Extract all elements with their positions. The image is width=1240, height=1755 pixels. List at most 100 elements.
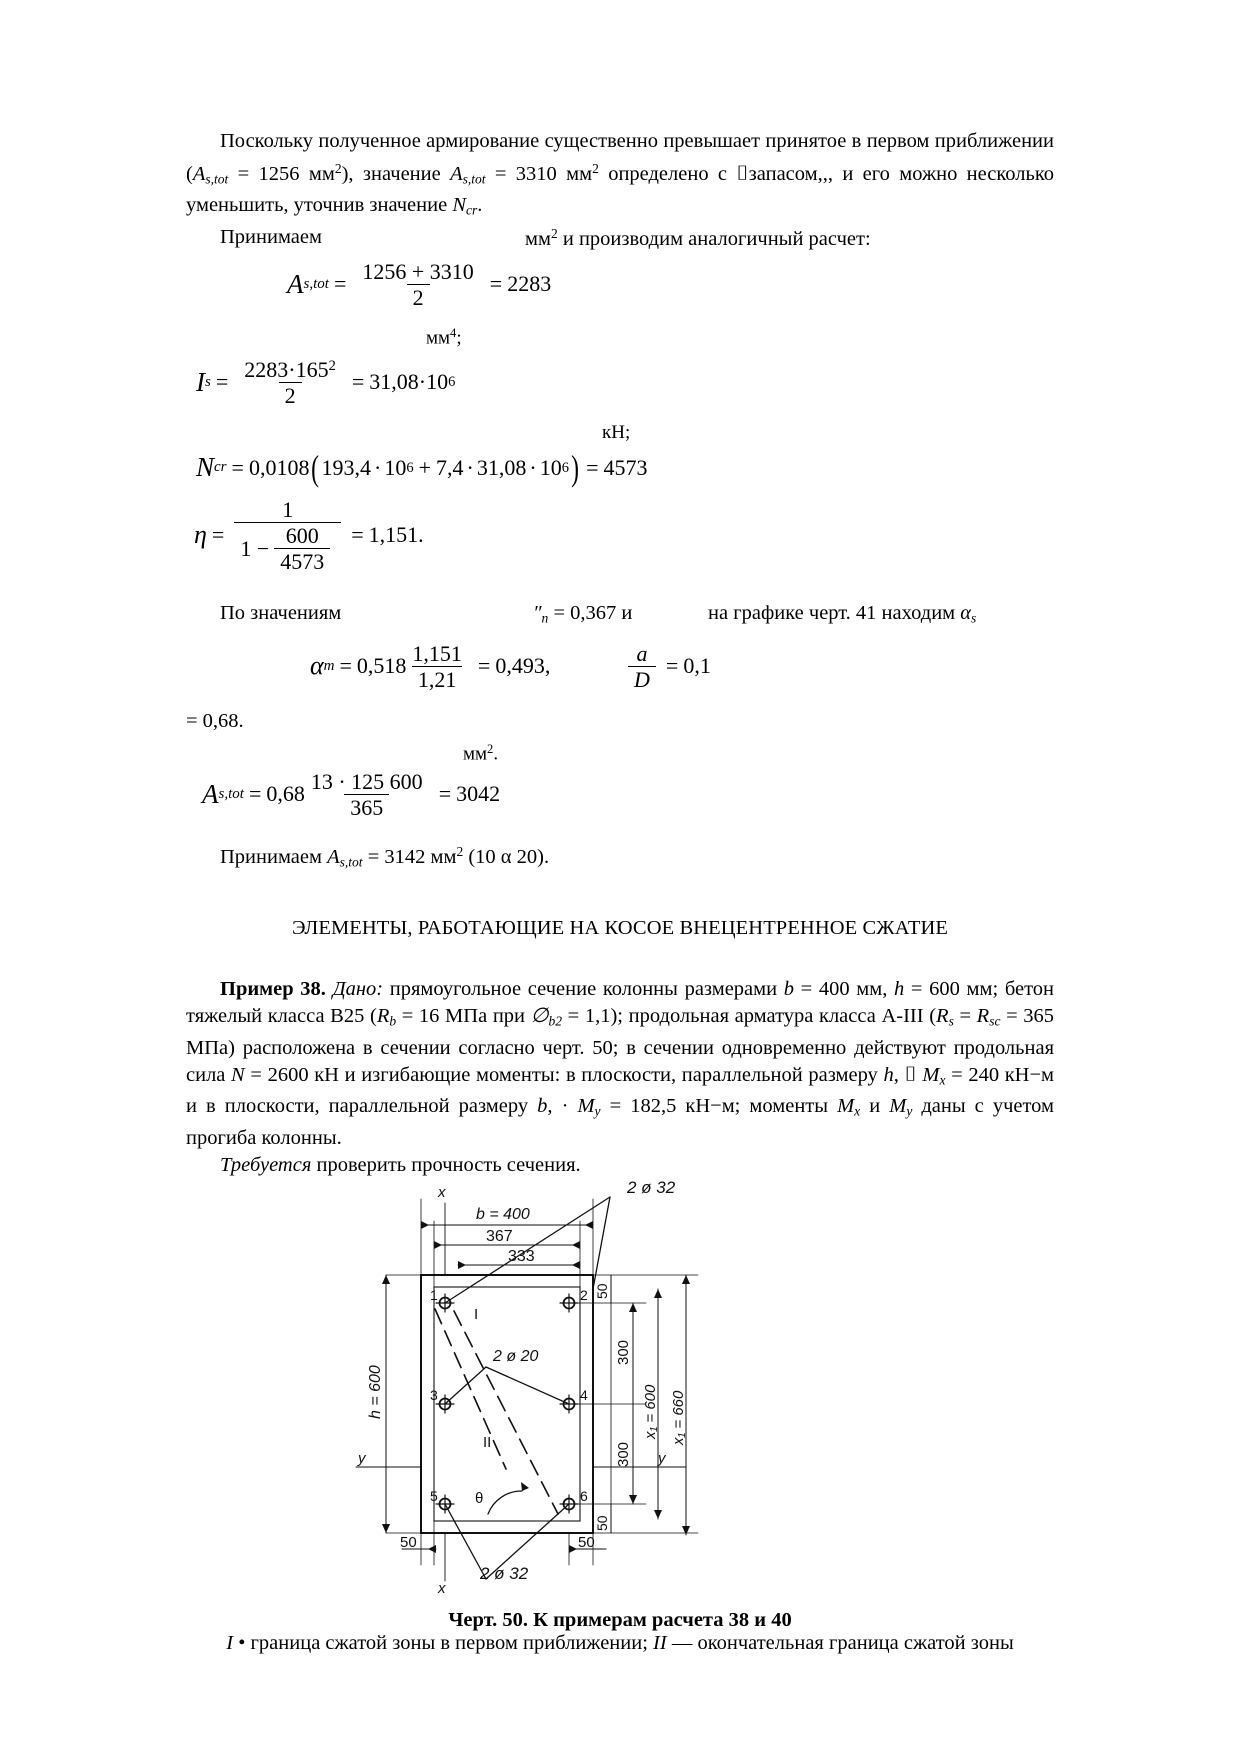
label-bar-6: 6 (580, 1488, 588, 1504)
unit-mm4-tail: ; (456, 327, 462, 349)
ncr-eq2: = (586, 454, 599, 480)
label-h-dim: h = 600 (367, 1365, 384, 1419)
astot-final-result: 3042 (456, 781, 501, 807)
astot-avg-eq2: = (489, 271, 503, 297)
ex-mx-sym: M (922, 1063, 940, 1086)
ex-n-sym: N (231, 1063, 245, 1086)
legend-text-1: • граница сжатой зоны в первом приближен… (233, 1631, 654, 1654)
prinimaem-rest: и производим аналогичный расчет: (557, 227, 871, 250)
label-mid-rebar: 2 ø 20 (492, 1348, 538, 1365)
par1-astot-sym-1: A (192, 162, 206, 185)
ncr-t2: 7,4 (436, 454, 464, 480)
label-bar-2: 2 (580, 1287, 588, 1303)
ncr-t3b: 10 (539, 454, 562, 480)
label-axis-y-left: y (357, 1450, 367, 1467)
unit-mm2-row: мм2. (186, 741, 1054, 770)
line-eq068: = 0,68. (186, 709, 244, 732)
section-heading: ЭЛЕМЕНТЫ, РАБОТАЮЩИЕ НА КОСОЕ ВНЕЦЕНТРЕН… (291, 917, 948, 940)
column-cross-section-svg: 2 ø 32 2 ø 32 2 ø 20 b = 400 367 333 x x… (355, 1178, 699, 1597)
paragraph-intro: Поскольку полученное армирование существ… (186, 128, 1054, 224)
label-line-II: II (483, 1434, 491, 1451)
label-line-I: I (474, 1306, 478, 1323)
ncr-eq: = (231, 454, 244, 480)
po-znach-tail-text: на графике черт. 41 находим (708, 601, 961, 624)
ex-t8: = 2600 кН и изгибающие моменты: в плоско… (244, 1063, 884, 1086)
po-znach-mid-sub: n (541, 610, 549, 626)
ex-t12: = 182,5 кН−м; моменты (600, 1095, 838, 1118)
par1-astot-sym-2: A (450, 162, 463, 185)
astot-final-num: 13 · 125 600 (310, 768, 423, 794)
paragraph-prinimaem-final: Принимаем As,tot = 3142 мм2 (10 α 20). (186, 838, 1054, 875)
ex-h-sym2: h (883, 1063, 894, 1086)
legend-sym-1: I (226, 1631, 234, 1654)
aoverd-result: 0,1 (683, 653, 711, 679)
unit-kn-row: кН; (186, 422, 1054, 450)
alpham-eq2: = (477, 653, 491, 679)
ncr-t1sup: 6 (406, 459, 414, 476)
label-367: 367 (486, 1228, 513, 1245)
ex-my-sub: y (594, 1103, 601, 1119)
formula-a-over-d: a D = 0,1 (623, 642, 711, 691)
ex-t10: = 240 кН−м и в плоскости, параллельной р… (186, 1063, 1055, 1118)
par1-sup-b: 2 (592, 161, 599, 176)
astot-avg-lhs: A (287, 268, 304, 299)
label-333: 333 (508, 1248, 535, 1265)
is-num-dot: · (288, 356, 296, 382)
page-content: Поскольку полученное армирование существ… (186, 128, 1054, 1655)
is-num-a: 2283 (244, 356, 289, 382)
is-num-b: 165 (295, 356, 329, 382)
po-znach-alpha-sub: s (971, 610, 977, 626)
astot-avg-num: 1256 + 3310 (362, 258, 474, 284)
label-300-a: 300 (615, 1340, 632, 1365)
ncr-t3sup: 6 (561, 459, 569, 476)
unit-mm2-sup: 2 (487, 741, 494, 756)
ex-rb-sym: R (376, 1005, 390, 1028)
eta-den: 1 − 600 4573 (234, 521, 342, 573)
par1-text-a: Поскольку полученное армирование существ… (186, 130, 1054, 185)
label-axis-x-top: x (437, 1184, 446, 1201)
label-50-right-top: 50 (594, 1283, 610, 1299)
alpham-eq: = (339, 653, 352, 679)
figure-caption: Черт. 50. К примерам расчета 38 и 40 (448, 1608, 792, 1631)
ex-b-sym: b (783, 978, 794, 1001)
eta-den-one: 1 − (240, 535, 270, 561)
paragraph-po-znacheniyam: По значениям ″n = 0,367 и на графике чер… (186, 602, 1054, 634)
label-theta: θ (475, 1490, 483, 1507)
ncr-t1b: 10 (384, 454, 407, 480)
astot-final-lhs: A (202, 778, 219, 809)
astot-final-den: 365 (344, 793, 390, 819)
prinimaem-sup: 2 (550, 225, 558, 241)
astot-avg-result: 2283 (507, 271, 552, 297)
eta-result: 1,151. (368, 522, 424, 548)
eta-lhs: η (194, 520, 207, 550)
aoverd-den: D (628, 665, 656, 691)
ex-mx-sub2: x (854, 1103, 861, 1119)
ncr-d2: · (466, 454, 474, 480)
label-50-right-bottom: 50 (594, 1515, 610, 1531)
alpham-lhs: α (310, 651, 324, 681)
ncr-close-paren: ) (571, 447, 579, 488)
label-bottom-rebar: 2 ø 32 (479, 1564, 529, 1583)
ncr-lhs-sub: cr (214, 459, 227, 476)
eta-den-den: 4573 (274, 547, 331, 573)
alpham-result: 0,493, (495, 653, 551, 679)
ex-rsc-sub: sc (989, 1013, 1001, 1029)
label-axis-x-bottom: x (437, 1580, 446, 1597)
ex-rs-sym: R (936, 1005, 949, 1028)
ex-phi-sym: ∅ (530, 1005, 549, 1028)
aoverd-eq: = (665, 653, 679, 679)
label-top-rebar: 2 ø 32 (626, 1179, 676, 1197)
unit-mm4-text: мм (426, 327, 451, 349)
astot-avg-eq1: = (333, 271, 347, 297)
ncr-d1: · (374, 454, 382, 480)
unit-mm4-row: мм4; (186, 326, 1054, 352)
ex-t11: , · (547, 1095, 578, 1118)
given-label: Дано: (332, 978, 384, 1001)
ncr-t1: 193,4 (321, 454, 372, 480)
ncr-plus: + (418, 454, 432, 480)
astot-avg-lhs-sub: s,tot (303, 275, 329, 292)
